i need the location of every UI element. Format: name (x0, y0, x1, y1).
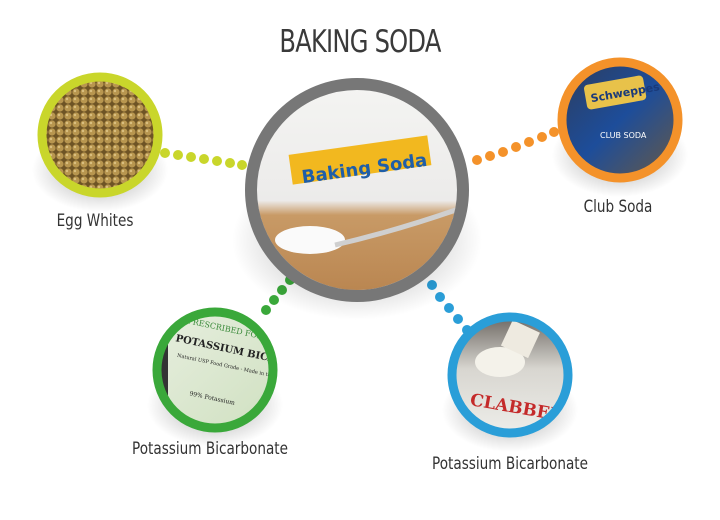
label-club-soda: Club Soda (583, 197, 653, 217)
connector-egg-whites (160, 148, 247, 170)
svg-text:CLUB SODA: CLUB SODA (600, 131, 647, 140)
connector-club-soda (472, 127, 559, 165)
baking-soda-image: Baking Soda (245, 78, 469, 302)
page-title: BAKING SODA (279, 24, 441, 60)
label-egg-whites: Egg Whites (56, 211, 134, 231)
potassium-bicarbonate-label-image: PRESCRIBED FOR POTASSIUM BICARBONATE Nat… (152, 307, 278, 433)
label-potassium-bicarbonate-2: Potassium Bicarbonate (432, 454, 588, 474)
club-soda-image: Schweppes CLUB SODA (557, 57, 683, 183)
clabber-girl-image: CLABBER GIRL (447, 312, 573, 438)
label-potassium-bicarbonate-1: Potassium Bicarbonate (132, 439, 288, 459)
egg-whites-image (37, 72, 163, 198)
baking-soda-ring (245, 78, 469, 302)
